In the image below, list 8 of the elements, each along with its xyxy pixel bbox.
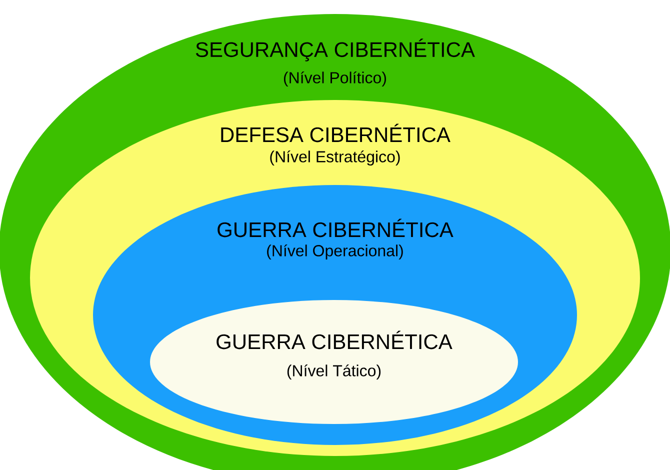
level-title: GUERRA CIBERNÉTICA: [218, 218, 454, 238]
level-subtitle: (Nível Político): [284, 71, 386, 87]
level-subtitle: (Nível Operacional): [267, 244, 403, 260]
level-subtitle: (Nível Tático): [287, 364, 381, 380]
level-subtitle: (Nível Estratégico): [270, 150, 400, 166]
level-title: GUERRA CIBERNÉTICA: [216, 330, 452, 350]
level-title: DEFESA CIBERNÉTICA: [221, 124, 450, 142]
level-title: SEGURANÇA CIBERNÉTICA: [196, 38, 475, 62]
